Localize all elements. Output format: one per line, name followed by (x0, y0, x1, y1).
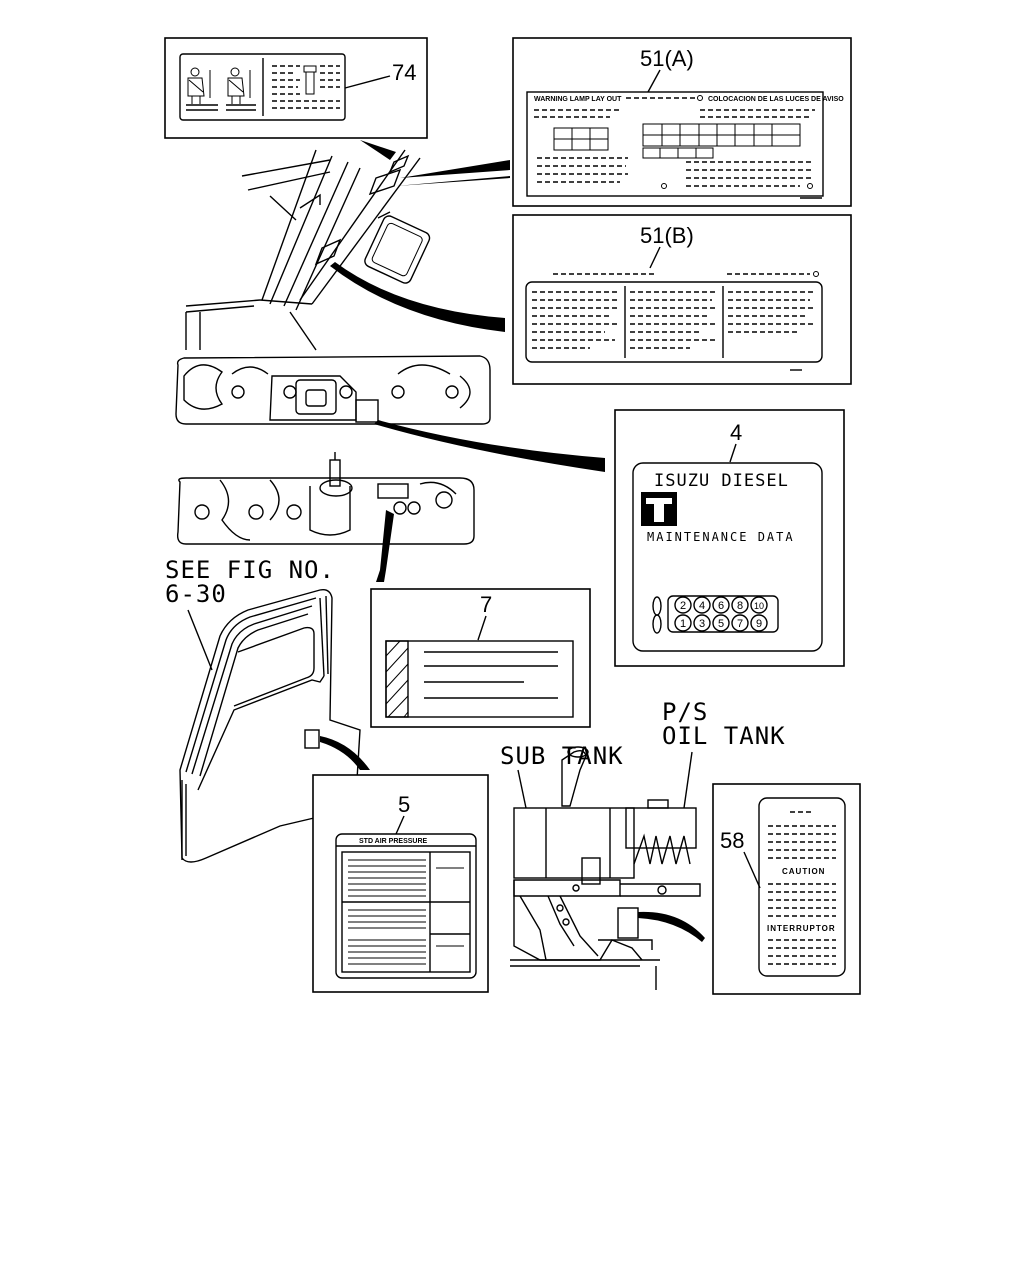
callout-7: 7 (480, 592, 492, 617)
door-sketch (179, 588, 370, 863)
callout-5: 5 (398, 792, 410, 817)
caution-text: CAUTION (782, 867, 825, 876)
air-pressure-table-rows (342, 859, 470, 965)
cylinder-number: 5 (718, 618, 724, 630)
see-fig-number: 6-30 (165, 580, 227, 608)
label-74-text-lines (272, 65, 340, 109)
label-51a-panel: 51(A) WARNING LAMP LAY OUT COLOCACION DE… (512, 37, 852, 207)
callout-58: 58 (720, 828, 744, 853)
cylinder-number: 4 (699, 600, 705, 612)
label-7-panel: 7 (370, 588, 591, 728)
cylinder-circle (712, 614, 730, 632)
cab-ceiling-sketch (185, 140, 510, 351)
cylinder-circle (750, 614, 768, 632)
callout-51b: 51(B) (640, 223, 694, 248)
label-51b-text-rows (532, 291, 816, 349)
sub-tank-label: SUB TANK (500, 742, 624, 770)
cylinder-circle (674, 596, 692, 614)
callout-51a: 51(A) (640, 46, 694, 71)
cylinder-number: 6 (718, 600, 724, 612)
label-58-panel: 58 CAUTION INTERRUPTOR (712, 783, 861, 995)
seatbelt-figure-icon (186, 67, 256, 111)
isuzu-brand-text: ISUZU DIESEL (654, 471, 789, 491)
cylinder-number: 2 (680, 600, 686, 612)
cylinder-firing-order: 2 4 6 8 10 1 3 5 7 9 (652, 595, 779, 634)
label-58-text-rows (768, 811, 836, 965)
cylinder-number: 10 (754, 601, 764, 611)
engine-head-top (175, 355, 605, 472)
tank-sketch (510, 746, 705, 990)
cylinder-circle (731, 596, 749, 614)
cylinder-number: 1 (680, 618, 686, 630)
label-5-panel: 5 STD AIR PRESSURE (312, 774, 489, 993)
interruptor-text: INTERRUPTOR (767, 924, 836, 933)
cylinder-number: 9 (756, 618, 762, 630)
cylinder-circle (750, 596, 768, 614)
cylinder-circle (693, 596, 711, 614)
callout-4: 4 (730, 420, 742, 445)
hatch-pattern (385, 640, 409, 718)
cylinder-circle (674, 614, 692, 632)
label-4-panel: 4 ISUZU DIESEL MAINTENANCE DATA 2 4 6 8 10 1… (614, 409, 845, 667)
label-51b-panel: 51(B) (512, 214, 852, 385)
isuzu-logo-icon (641, 492, 677, 526)
cylinder-circle (712, 596, 730, 614)
label-74-panel: 74 (164, 37, 428, 139)
ps-label: P/S (662, 698, 708, 726)
cylinder-circle (693, 614, 711, 632)
maintenance-data-text: MAINTENANCE DATA (647, 530, 795, 544)
label-51a-left-title: WARNING LAMP LAY OUT (534, 96, 622, 103)
cylinder-number: 3 (699, 618, 705, 630)
callout-74: 74 (392, 60, 416, 85)
cylinder-circle (731, 614, 749, 632)
cylinder-number: 7 (737, 618, 743, 630)
std-air-pressure-title: STD AIR PRESSURE (359, 838, 428, 845)
see-fig-label: SEE FIG NO. (165, 556, 335, 584)
engine-head-bottom (176, 452, 475, 582)
label-51a-right-title: COLOCACION DE LAS LUCES DE AVISO (708, 96, 844, 103)
cylinder-number: 8 (737, 600, 743, 612)
oil-tank-label: OIL TANK (662, 722, 786, 750)
